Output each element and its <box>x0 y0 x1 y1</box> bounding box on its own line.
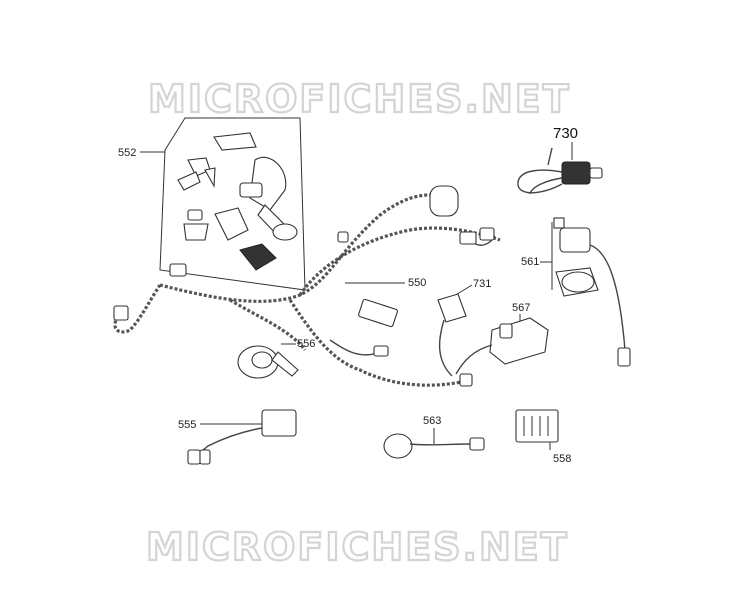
callout-730: 730 <box>553 125 578 142</box>
callout-556: 556 <box>297 338 315 350</box>
part-563-sensor[interactable]: 563 <box>383 415 485 459</box>
part-552-lock-set[interactable]: 552 <box>118 117 306 291</box>
watermark-top: MICROFICHES.NET <box>148 77 571 121</box>
part-730-switch[interactable]: 730 <box>517 125 603 195</box>
callout-552: 552 <box>118 147 136 159</box>
part-550-wiring-harness[interactable]: 550 <box>113 185 501 387</box>
callout-731: 731 <box>473 278 491 290</box>
callout-550: 550 <box>408 277 426 289</box>
part-731-plug-cap[interactable]: 731 <box>437 278 491 377</box>
part-567-ignition-coil[interactable]: 567 <box>455 302 549 375</box>
part-561-relay[interactable]: 561 <box>521 217 631 367</box>
part-558-rectifier[interactable]: 558 <box>515 409 571 465</box>
callout-561: 561 <box>521 256 539 268</box>
callout-555: 555 <box>178 419 196 431</box>
part-555-unit[interactable]: 555 <box>178 409 297 465</box>
callout-558: 558 <box>553 453 571 465</box>
part-556-horn[interactable]: 556 <box>237 338 315 379</box>
callout-567: 567 <box>512 302 530 314</box>
callout-563: 563 <box>423 415 441 427</box>
watermark-bottom: MICROFICHES.NET <box>146 525 569 569</box>
